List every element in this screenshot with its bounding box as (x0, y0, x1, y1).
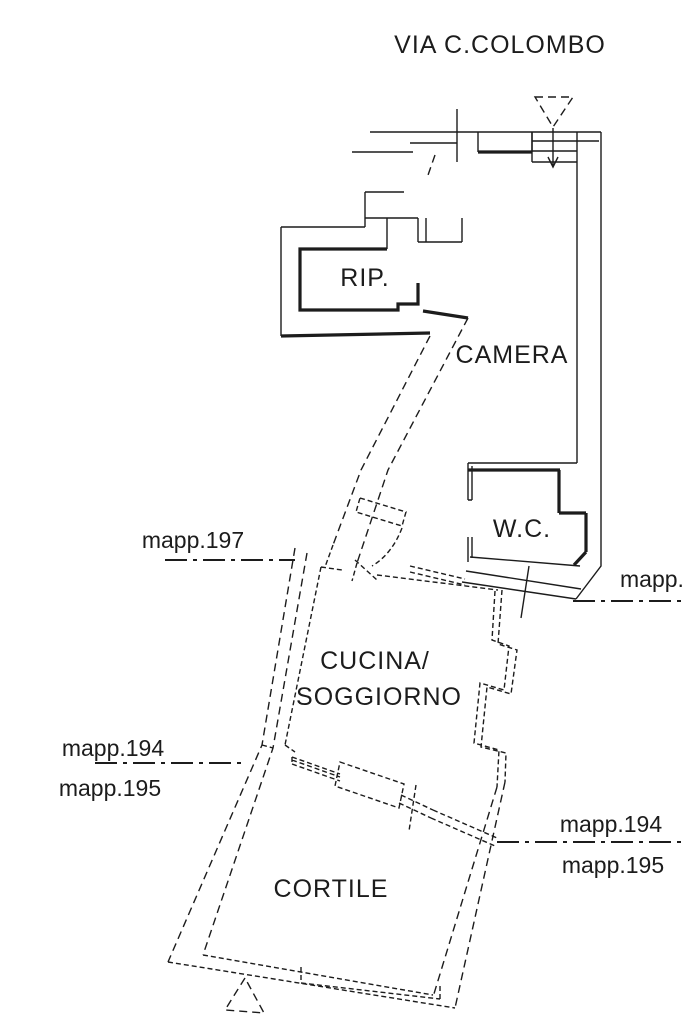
party-wall-diagonal-left (332, 335, 431, 546)
right-wall-outer (575, 132, 602, 600)
room-label-wc: W.C. (493, 515, 551, 543)
labels: VIA C.COLOMBO RIP. CAMERA W.C. CUCINA/ S… (59, 31, 683, 903)
dividing-wall-window-right (398, 794, 434, 819)
dividing-wall-right (430, 809, 498, 847)
room-label-cortile: CORTILE (274, 875, 389, 903)
street-door-jambs (477, 132, 533, 152)
lower-left-boundary-wall (280, 331, 431, 338)
party-wall-diagonal-right (356, 317, 469, 564)
street-label: VIA C.COLOMBO (394, 31, 606, 59)
walls-thick (280, 150, 588, 567)
section-tick-wc-exit (520, 565, 530, 619)
parcel-label-197: mapp.197 (142, 527, 244, 553)
room-label-rip: RIP. (340, 264, 389, 292)
cortile-bottom-walls (167, 954, 456, 1009)
entrance-arrow (547, 128, 559, 169)
upper-unit-window-over-cucina (409, 565, 466, 586)
wc-bottom-inner (469, 556, 581, 567)
lower-unit-walls (167, 497, 518, 1009)
wc-left-stubs (467, 463, 473, 562)
camera-corner-wall (422, 309, 469, 320)
upper-left-steps (280, 151, 413, 336)
parcel-label-194-right: mapp.194 (560, 811, 663, 837)
parcel-label-right-cut: mapp. (620, 566, 683, 592)
room-label-cucina-line1: CUCINA/ (320, 647, 430, 675)
parcel-label-195-left: mapp.195 (59, 775, 161, 801)
lower-unit-right-boundary-inner (432, 786, 498, 998)
room-label-cucina-line2: SOGGIORNO (296, 683, 462, 711)
parcel-label-194-left: mapp.194 (62, 735, 165, 761)
lower-unit-right-boundary-outer (454, 781, 506, 1009)
rip-door-niche (365, 217, 463, 249)
parcel-label-195-right: mapp.195 (562, 852, 664, 878)
unit-bottom-double-wall (461, 570, 582, 600)
walls-thin (280, 109, 602, 619)
dividing-wall-door-block (334, 761, 405, 809)
triangle-marker-bottom (223, 976, 266, 1014)
cucina-inner-walls (284, 566, 499, 746)
cucina-right-zigzag-outer (480, 589, 518, 783)
rip-room-walls (298, 247, 420, 312)
cucina-right-zigzag-inner (473, 590, 510, 788)
north-triangle-top (533, 96, 575, 129)
entrance-door-swing (371, 527, 403, 567)
stairs (531, 132, 599, 163)
entrance-jambs (324, 544, 378, 582)
wc-walls (468, 468, 588, 567)
parcel-lines (95, 559, 683, 843)
dividing-wall-window-left (291, 756, 341, 782)
cortile-corner-jog (261, 744, 296, 753)
party-wall-stub-top (426, 154, 436, 179)
entrance-door-leaf (355, 497, 407, 527)
room-label-camera: CAMERA (456, 341, 569, 369)
